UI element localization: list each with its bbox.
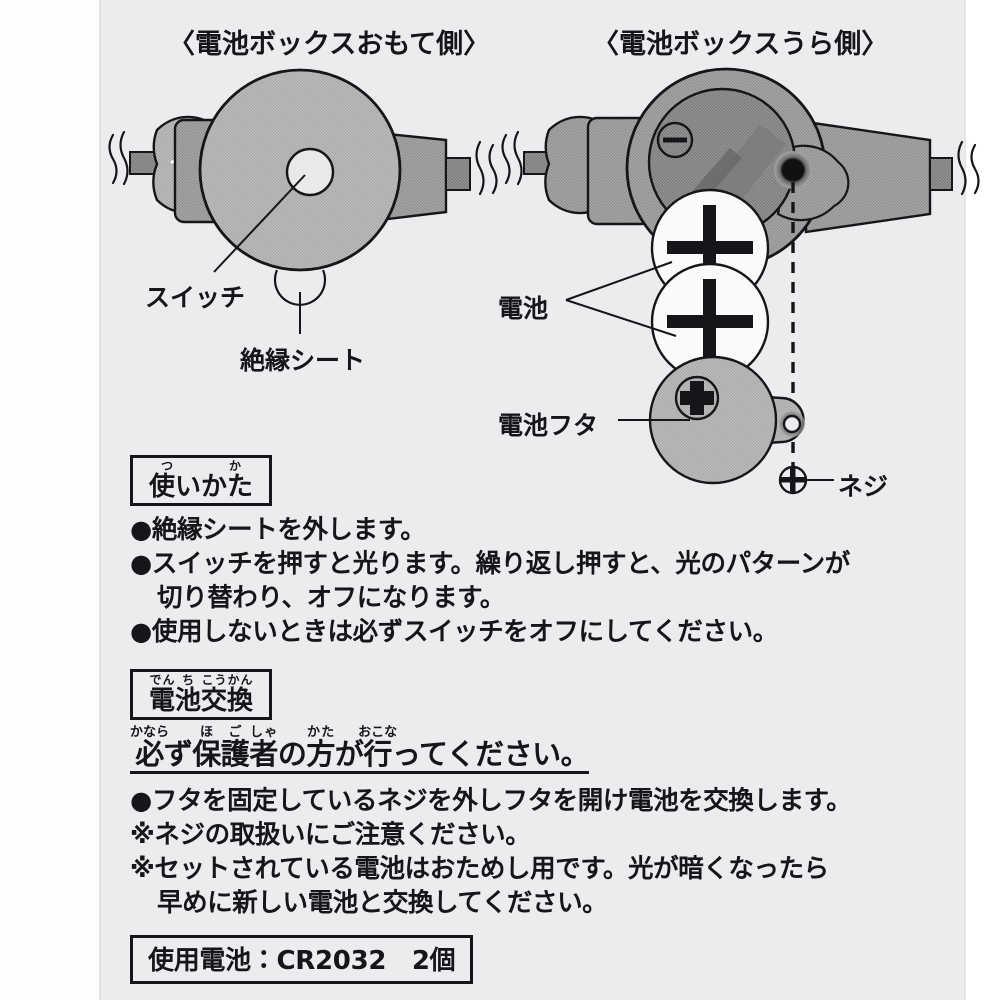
front-strap-taper <box>328 126 448 228</box>
page-left-margin <box>0 0 99 1000</box>
battery-change-line-4: 早めに新しい電池と交換してください。 <box>157 887 608 918</box>
back-screw-boss <box>776 144 850 222</box>
page-right-margin <box>966 0 1000 1000</box>
leader-line-battery-lower <box>565 299 677 337</box>
front-insulation-sheet-tab <box>273 269 327 306</box>
battery-plus-lower <box>667 279 753 365</box>
usage-bullet-2: ●スイッチを押すと光ります。繰り返し押すと、光のパターンが <box>130 548 850 579</box>
polarity-minus-marker <box>656 121 694 159</box>
back-cord-stub-right <box>929 157 953 191</box>
battery-contact-band <box>690 124 786 232</box>
leader-line-battery-upper <box>565 261 673 301</box>
back-strap-block <box>586 116 652 226</box>
back-cord-stub <box>523 151 551 175</box>
back-cord-left-icon <box>501 130 523 186</box>
front-bulb-cap <box>152 115 221 215</box>
battery-disc-lower <box>650 262 770 382</box>
label-screw: ネジ <box>838 472 889 501</box>
switch-button <box>285 147 335 197</box>
usage-heading-text: 使いかたつか <box>149 459 253 500</box>
screw-hole <box>782 159 804 181</box>
usage-heading-box: 使いかたつか <box>130 455 273 506</box>
cover-screw-head-icon <box>674 375 720 421</box>
front-strap-block <box>173 118 255 224</box>
battery-change-line-3: ※セットされている電池はおためし用です。光が暗くなったら <box>130 853 829 884</box>
leader-line-switch <box>213 174 306 273</box>
usage-bullet-1: ●絶縁シートを外します。 <box>130 515 426 545</box>
battery-change-line-2: ※ネジの取扱いにご注意ください。 <box>130 819 531 850</box>
cover-tab-hole-shadow <box>779 411 805 437</box>
front-cord-right-icon <box>475 140 498 196</box>
back-bulb-cap <box>544 115 613 215</box>
battery-change-heading-text: 電でん池ち交こう換かん <box>149 672 254 716</box>
usage-heading-ruby: つか <box>149 459 254 473</box>
instructions-text-block: 使いかたつか ●絶縁シートを外します。 ●スイッチを押すと光ります。繰り返し押す… <box>130 455 960 984</box>
page-right-fold-line <box>964 0 966 1000</box>
back-view-title: 〈電池ボックスうら側〉 <box>592 29 889 60</box>
front-cord-left-icon <box>108 130 129 186</box>
battery-change-heading-box: 電でん池ち交こう換かん <box>130 668 273 720</box>
front-body-disc <box>198 68 402 272</box>
front-view-title: 〈電池ボックスおもて側〉 <box>168 29 491 60</box>
battery-cover-tab <box>750 394 805 446</box>
page-left-fold-line <box>99 0 101 1000</box>
usage-bullet-3: ●使用しないときは必ずスイッチをオフにしてください。 <box>130 616 778 647</box>
label-insulation-sheet: 絶縁シート <box>240 346 366 375</box>
screw-hole-shadow <box>774 151 812 189</box>
usage-heading-base: 使いかた <box>149 472 254 502</box>
battery-compartment <box>647 87 797 237</box>
label-battery: 電池 <box>498 294 549 323</box>
label-switch: スイッチ <box>145 283 246 312</box>
battery-plus-upper <box>667 205 753 291</box>
guardian-warning-text: 必かならず保ほ護ご者しゃの方かたが行おこなってください。 <box>130 725 590 774</box>
label-battery-cover: 電池フタ <box>498 411 599 440</box>
battery-disc-upper <box>650 188 770 308</box>
back-body-disc <box>625 67 827 269</box>
battery-change-line-1: ●フタを固定しているネジを外しフタを開け電池を交換します。 <box>130 785 852 816</box>
front-cord-stub <box>129 151 159 175</box>
battery-contact-band-inner <box>688 148 742 206</box>
usage-bullet-2-cont: 切り替わり、オフになります。 <box>157 582 505 613</box>
front-cord-stub-right <box>445 157 471 191</box>
front-cap-highlight <box>170 155 216 164</box>
back-strap-taper <box>804 120 932 234</box>
cover-tab-hole <box>782 414 802 434</box>
battery-spec-box: 使用電池：CR2032 2個 <box>130 934 474 984</box>
